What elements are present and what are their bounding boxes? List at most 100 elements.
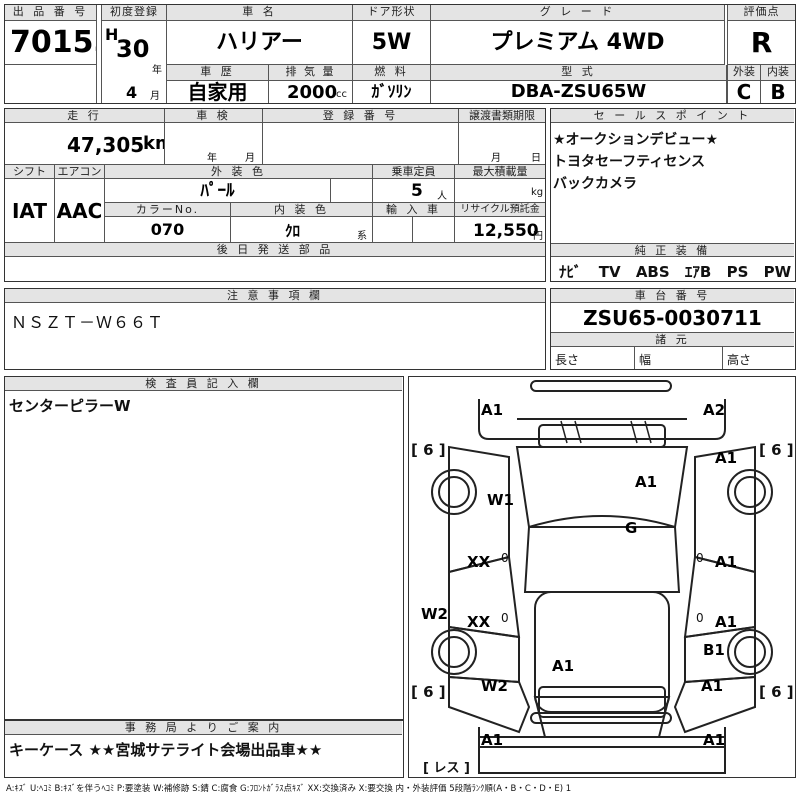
capacity-header: 乗車定員 (373, 165, 455, 179)
grille-line (630, 420, 638, 444)
recycle-unit: 円 (533, 231, 543, 242)
mark-left-front-door-sub: 0 (501, 551, 509, 565)
later-parts-cell (5, 257, 545, 281)
mark-left-rear-fender: W2 (421, 605, 448, 623)
notes-header: 注 意 事 項 欄 (5, 289, 545, 303)
sales-point-line: バックカメラ (553, 176, 637, 192)
office-header: 事 務 局 よ り ご 案 内 (5, 721, 402, 735)
fuel-header: 燃 料 (353, 65, 431, 81)
equipment-item: ｴｱB (684, 263, 712, 281)
score-ext-header: 外装 (727, 65, 761, 81)
inspector-note: センターピラーW (9, 397, 131, 415)
aircon: AAC (55, 179, 105, 243)
max-load-cell: kg (455, 179, 545, 203)
reg-no-cell (263, 123, 459, 165)
mark-left-rear-door-sub: 0 (501, 611, 509, 625)
first-reg-header: 初度登録 (101, 5, 167, 21)
equipment-header: 純 正 装 備 (551, 243, 794, 257)
mark-right-front-fender: A1 (715, 449, 738, 467)
mileage: 47,305 (67, 133, 145, 157)
aircon-header: エアコン (55, 165, 105, 179)
chassis-number: ZSU65-0030711 (551, 303, 794, 333)
mark-right-rear-door-sub: 0 (696, 611, 704, 625)
front-grille-box (538, 424, 666, 448)
rear-glass (538, 686, 666, 718)
tire-left-front-cell: [ 6 ] (411, 441, 446, 459)
specs-width-cell: 幅 (635, 347, 723, 369)
lot-blank (5, 65, 97, 103)
mark-hood: A1 (635, 473, 658, 491)
mark-right-quarter: B1 (703, 641, 725, 659)
mark-left-front-fender: W1 (487, 491, 514, 509)
sales-points-header: セ ー ル ス ポ イ ン ト (551, 109, 794, 123)
legend: A:ｷｽﾞ U:ﾍｺﾐ B:ｷｽﾞを伴うﾍｺﾐ P:要塗装 W:補修跡 S:錆 … (6, 784, 572, 794)
score-int-header: 内装 (761, 65, 795, 81)
equipment-list: ﾅﾋﾞ TV ABS ｴｱB PS PW (559, 261, 791, 282)
grade: プレミアム 4WD (431, 21, 725, 65)
transfer-header: 譲渡書類期限 (459, 109, 545, 123)
recycle-cell: 12,550 円 (455, 217, 545, 243)
capacity: 5 (411, 181, 423, 201)
capacity-cell: 5 人 (373, 179, 455, 203)
displacement: 2000 (287, 82, 338, 103)
capacity-unit: 人 (437, 191, 447, 202)
top-block: 出 品 番 号 70155 初度登録 H 30 年 4 月 車 名 ハリアー ド… (4, 4, 796, 104)
sales-point-line: ★オークションデビュー★ (553, 132, 719, 148)
int-color: ｸﾛ (285, 222, 301, 240)
score-header: 評価点 (727, 5, 795, 21)
equipment-item: ﾅﾋﾞ (559, 263, 582, 281)
tire-left-rear: 6 (423, 683, 434, 701)
car-name-header: 車 名 (167, 5, 353, 21)
shift: IAT (5, 179, 55, 243)
specs-width: 幅 (639, 353, 652, 367)
grille-line (644, 420, 652, 444)
history-header: 車 歴 (167, 65, 269, 81)
mark-right-rear: A1 (701, 677, 724, 695)
spare-tire-cell: [ レス ] (423, 761, 470, 776)
mileage-unit: km (143, 133, 164, 154)
front-bumper (478, 399, 726, 440)
inspector-header: 検 査 員 記 入 欄 (5, 377, 402, 391)
score-ext: C (727, 81, 761, 103)
recycle-deposit: 12,550 (473, 221, 539, 241)
max-load-unit: kg (531, 187, 544, 198)
mark-back-door: A1 (552, 657, 575, 675)
mark-left-front-door: XX (467, 553, 491, 571)
specs-length-cell: 長さ (551, 347, 635, 369)
inspection-year-unit: 年 (207, 153, 217, 164)
inspection-month-unit: 月 (245, 153, 255, 164)
later-parts-header: 後 日 発 送 部 品 (5, 243, 545, 257)
fuel: ｶﾞｿﾘﾝ (353, 81, 431, 103)
lot-number: 70155 (5, 21, 97, 65)
history: 自家用 (167, 81, 269, 103)
int-color-header: 内 装 色 (231, 203, 373, 217)
windshield (523, 515, 681, 593)
tire-right-rear: 6 (771, 683, 782, 701)
mark-right-front-door-sub: 0 (696, 551, 704, 565)
door-header: ドア形状 (353, 5, 431, 21)
specs-header: 諸 元 (551, 333, 794, 347)
mark-left-rear-door: XX (467, 613, 491, 631)
transfer-month-unit: 月 (491, 153, 501, 164)
equipment-item: ABS (635, 263, 670, 281)
int-color-unit: 系 (357, 231, 367, 242)
color-no-header: カラーNo. (105, 203, 231, 217)
tire-right-front-cell: [ 6 ] (759, 441, 794, 459)
transfer-cell: 月 日 (459, 123, 545, 165)
car-outline-svg (431, 380, 773, 774)
recycle-header: リサイクル預託金 (455, 203, 545, 217)
notes-text: ＮＳＺＴ－Ｗ６６Ｔ (11, 313, 165, 332)
roof (534, 591, 670, 713)
transfer-day-unit: 日 (531, 153, 541, 164)
first-reg-year-unit: 年 (152, 65, 162, 76)
wheel-right-rear (727, 629, 773, 675)
first-reg-month: 4 (126, 83, 138, 102)
mark-rear-bumper-left: A1 (481, 731, 504, 749)
mark-front-bumper-left: A1 (481, 401, 504, 419)
wheel-left-rear-inner (438, 636, 470, 668)
right-quarter (673, 675, 756, 734)
equipment-item: TV (598, 263, 621, 281)
max-load-header: 最大積載量 (455, 165, 545, 179)
specs-height-cell: 高さ (723, 347, 794, 369)
sales-point-line: トヨタセーフティセンス (553, 154, 706, 170)
